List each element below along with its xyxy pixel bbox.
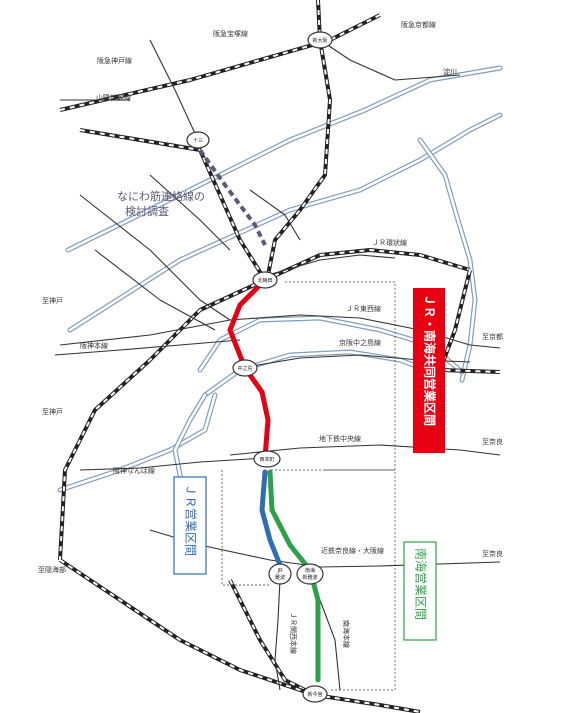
- label-nankai-main: 南海本線: [342, 620, 351, 648]
- svg-text:JR: JR: [277, 568, 283, 574]
- study-link-segment: [198, 148, 267, 246]
- svg-text:新大阪: 新大阪: [312, 37, 327, 44]
- svg-text:新難波: 新難波: [302, 574, 317, 581]
- dest-nara-1: 至奈良: [482, 437, 503, 446]
- annotation-line-2: 検討調査: [125, 204, 169, 218]
- label-keihan: 京阪中之島線: [339, 338, 381, 347]
- svg-text:西本町: 西本町: [259, 456, 274, 463]
- jr-section-label: ＪＲ営業区間: [184, 484, 198, 556]
- label-sanyo-shinkansen: 山陽新幹線: [96, 93, 131, 102]
- label-hanshin-namba: 阪神なんば線: [113, 466, 155, 475]
- station-kita-umeda[interactable]: 北梅田: [252, 271, 278, 289]
- svg-text:新今宮: 新今宮: [307, 691, 322, 698]
- jr-section-segment: [259, 469, 283, 568]
- dest-kobe-1: 至神戸: [42, 296, 63, 305]
- label-jr-tozai: ＪＲ東西線: [346, 304, 381, 313]
- dest-nara-2: 至奈良: [482, 549, 503, 558]
- label-river: 淀川: [443, 67, 457, 76]
- station-shin-imamiya[interactable]: 新今宮: [302, 685, 328, 703]
- svg-text:北梅田: 北梅田: [257, 277, 272, 284]
- nankai-section-box: 南海営業区間: [403, 541, 437, 641]
- label-hankyu-kyoto: 阪急京都線: [401, 20, 436, 29]
- label-jr-loop: ＪＲ環状線: [372, 238, 407, 247]
- dest-kobe-2: 至神戸: [42, 407, 63, 416]
- label-jr-kansai: ＪＲ関西本線: [289, 612, 298, 654]
- joint-section-label: ＪＲ・南海共同営業区間: [423, 294, 438, 426]
- study-annotation: なにわ筋連絡線の 検討調査: [117, 189, 205, 218]
- dest-wakayama: 至隠海部: [38, 565, 66, 574]
- label-hankyu-takarazuka: 阪急宝塚線: [213, 29, 248, 38]
- label-hanshin-main: 阪神本線: [80, 341, 108, 350]
- svg-text:難波: 難波: [275, 574, 285, 581]
- route-segments: [198, 148, 321, 683]
- station-jr-namba[interactable]: JR 難波: [268, 563, 292, 585]
- station-nakanoshima[interactable]: 中之島: [232, 359, 258, 377]
- thin-lines: [54, 39, 501, 691]
- svg-text:南海: 南海: [305, 567, 315, 574]
- stations: 新大阪 十三 北梅田 中之島 西本町 JR 難波 南海 新難波: [186, 31, 333, 703]
- section-brackets: [221, 281, 396, 691]
- label-subway-chuo: 地下鉄中央線: [319, 434, 361, 443]
- station-shin-osaka[interactable]: 新大阪: [307, 31, 333, 49]
- label-hankyu-kobe: 阪急神戸線: [97, 56, 132, 65]
- dest-kyoto: 至京都: [482, 332, 503, 341]
- station-nishihonmachi[interactable]: 西本町: [253, 450, 281, 468]
- rivers: [57, 65, 503, 503]
- station-nankai-namba[interactable]: 南海 新難波: [296, 563, 324, 585]
- label-kintetsu: 近鉄奈良線・大阪線: [321, 546, 384, 555]
- svg-text:中之島: 中之島: [237, 365, 252, 372]
- joint-section-box: ＪＲ・南海共同営業区間: [413, 288, 445, 453]
- jr-section-box: ＪＲ営業区間: [173, 476, 207, 575]
- annotation-line-1: なにわ筋連絡線の: [117, 189, 205, 203]
- svg-text:十三: 十三: [193, 137, 203, 144]
- line-labels: 阪急神戸線 阪急宝塚線 阪急京都線 山陽新幹線 淀川 ＪＲ環状線 ＪＲ東西線 京…: [80, 20, 457, 654]
- station-juso[interactable]: 十三: [186, 131, 210, 149]
- nankai-section-label: 南海営業区間: [414, 548, 429, 620]
- destinations: 至神戸 至神戸 至京都 至奈良 至奈良 至隠海部: [38, 296, 503, 574]
- river-aji: [57, 392, 218, 493]
